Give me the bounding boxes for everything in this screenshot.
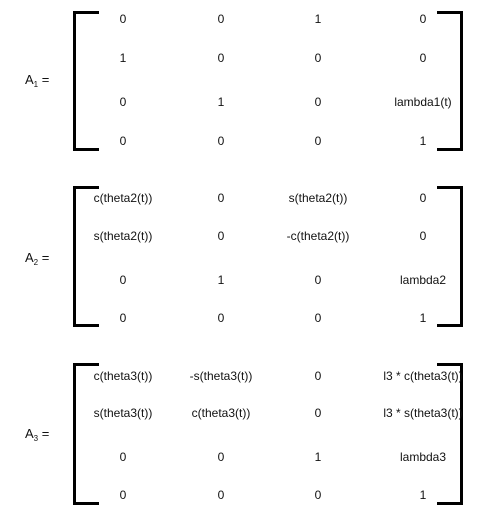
matrix-label: A3 = xyxy=(25,426,50,443)
matrix-cell: 0 xyxy=(314,311,322,325)
matrix-cell: 0 xyxy=(314,488,322,502)
matrix-label-subscript: 1 xyxy=(33,80,39,89)
matrix-cell: -c(theta2(t)) xyxy=(286,229,350,243)
matrix-cell: 0 xyxy=(119,311,127,325)
matrix-cell: 0 xyxy=(217,311,225,325)
matrix-cell: lambda1(t) xyxy=(394,95,452,109)
matrix-cell: 0 xyxy=(314,51,322,65)
right-bracket xyxy=(437,186,463,327)
matrix-label-equals: = xyxy=(38,72,50,87)
matrix-cell: 0 xyxy=(119,134,127,148)
matrix-cell: c(theta3(t)) xyxy=(93,369,153,383)
matrix-label: A2 = xyxy=(25,250,50,267)
matrix-label-base: A xyxy=(25,250,34,265)
matrix-cell: s(theta2(t)) xyxy=(288,191,348,205)
matrix-cell: 0 xyxy=(217,134,225,148)
matrix-cell: 0 xyxy=(314,406,322,420)
matrix-cell: 0 xyxy=(217,191,225,205)
matrix-cell: 0 xyxy=(419,12,427,26)
matrix-label-equals: = xyxy=(38,426,50,441)
matrix-cell: s(theta2(t)) xyxy=(93,229,153,243)
matrix-cell: 0 xyxy=(217,12,225,26)
matrix-cell: 1 xyxy=(217,95,225,109)
matrix-cell: 0 xyxy=(419,191,427,205)
matrix-cell: l3 * s(theta3(t)) xyxy=(383,406,463,420)
matrix-cell: 0 xyxy=(217,450,225,464)
matrix-cell: 1 xyxy=(314,450,322,464)
matrix-cell: 0 xyxy=(217,229,225,243)
matrix-cell: 0 xyxy=(217,488,225,502)
matrix-cell: 0 xyxy=(119,12,127,26)
matrix-cell: l3 * c(theta3(t)) xyxy=(383,369,463,383)
right-bracket xyxy=(437,11,463,151)
matrix-cell: 1 xyxy=(419,311,427,325)
matrix-cell: 1 xyxy=(314,12,322,26)
matrix-cell: -s(theta3(t)) xyxy=(189,369,253,383)
left-bracket xyxy=(73,363,99,505)
matrix-cell: 0 xyxy=(314,369,322,383)
matrix-label: A1 = xyxy=(25,72,50,89)
matrix-cell: s(theta3(t)) xyxy=(93,406,153,420)
matrix-cell: 0 xyxy=(314,273,322,287)
matrix-cell: 1 xyxy=(217,273,225,287)
matrix-label-subscript: 3 xyxy=(33,434,39,443)
matrix-cell: 1 xyxy=(419,134,427,148)
matrix-cell: lambda3 xyxy=(399,450,447,464)
right-bracket xyxy=(437,363,463,505)
matrix-cell: c(theta3(t)) xyxy=(191,406,251,420)
matrix-label-base: A xyxy=(25,426,34,441)
matrix-label-base: A xyxy=(25,72,34,87)
matrix-cell: 1 xyxy=(119,51,127,65)
matrix-cell: 1 xyxy=(419,488,427,502)
matrix-cell: 0 xyxy=(119,95,127,109)
matrix-label-subscript: 2 xyxy=(33,258,39,267)
left-bracket xyxy=(73,11,99,151)
matrix-label-equals: = xyxy=(38,250,50,265)
matrix-cell: 0 xyxy=(419,229,427,243)
matrix-cell: 0 xyxy=(314,95,322,109)
matrix-cell: 0 xyxy=(217,51,225,65)
matrix-cell: 0 xyxy=(119,450,127,464)
matrix-cell: c(theta2(t)) xyxy=(93,191,153,205)
matrix-cell: 0 xyxy=(419,51,427,65)
matrix-cell: 0 xyxy=(119,488,127,502)
matrix-cell: 0 xyxy=(119,273,127,287)
matrix-cell: 0 xyxy=(314,134,322,148)
left-bracket xyxy=(73,186,99,327)
matrix-cell: lambda2 xyxy=(399,273,447,287)
